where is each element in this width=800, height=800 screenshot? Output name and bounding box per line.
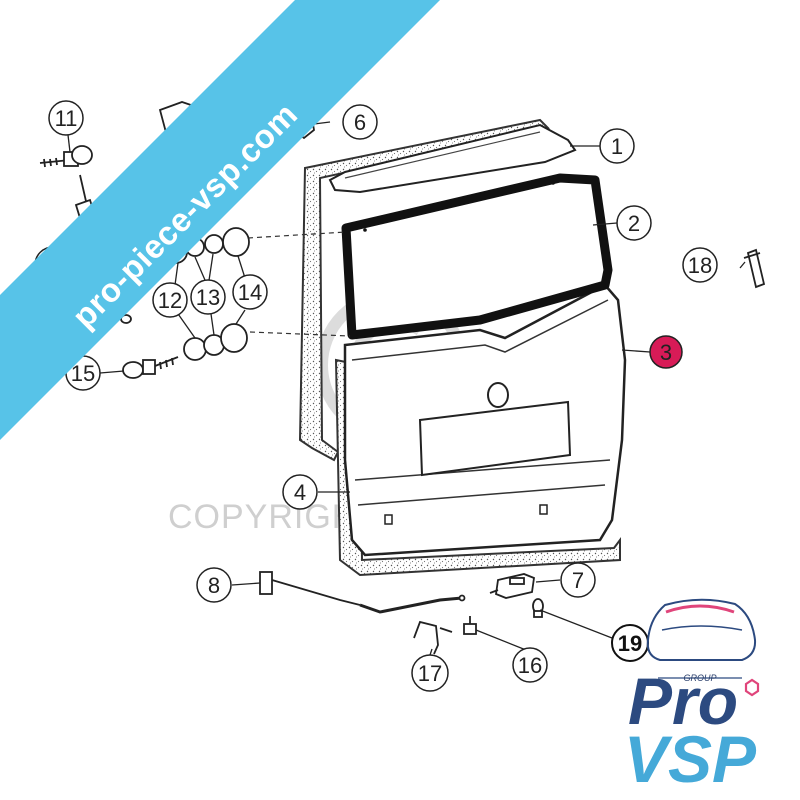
callout-label: 7 (572, 568, 584, 593)
callout-8: 8 (196, 567, 232, 603)
callout-16: 16 (512, 647, 548, 683)
part-2-rear-window (341, 173, 613, 340)
logo-car-outline (646, 598, 757, 661)
callout-label: 6 (354, 110, 366, 135)
part-11-bolt (39, 145, 93, 168)
logo-group-text: GROUP (683, 673, 716, 683)
part-8-release-handle (259, 571, 466, 614)
part-7-lock (489, 573, 535, 599)
callout-1: 1 (599, 128, 635, 164)
callout-label: 18 (688, 253, 712, 278)
callout-label: 4 (294, 480, 306, 505)
callout-13: 13 (190, 279, 226, 315)
part-17-wire-clip (413, 620, 453, 655)
callout-6: 6 (342, 104, 378, 140)
callout-12: 12 (152, 282, 188, 318)
part-19-bulb (532, 598, 544, 618)
parts-12-13-14-lower-stud (183, 323, 248, 361)
part-18-pin (743, 248, 766, 289)
part-3-tailgate-panel (343, 283, 627, 557)
callout-4: 4 (282, 474, 318, 510)
callout-label: 14 (238, 280, 262, 305)
callout-label: 17 (418, 661, 442, 686)
callout-19: 19 (611, 624, 649, 662)
callout-14: 14 (232, 274, 268, 310)
callout-label: 15 (71, 361, 95, 386)
part-15-ball-stud (122, 356, 179, 379)
callout-label: 11 (55, 106, 78, 131)
callout-label: 3 (660, 340, 672, 365)
callout-7: 7 (560, 562, 596, 598)
part-1-spoiler (328, 123, 577, 194)
assembly-dashed-lines (247, 231, 351, 337)
callout-label: 2 (628, 211, 640, 236)
callout-18: 18 (682, 247, 718, 283)
pro-vsp-logo: GROUP Pro VSP (624, 598, 760, 796)
callout-11: 11 (48, 100, 84, 136)
callout-2: 2 (616, 205, 652, 241)
callout-3: 3 (649, 335, 683, 369)
callout-label: 16 (518, 653, 542, 678)
callout-17: 17 (411, 654, 449, 692)
part-16-sensor (463, 616, 477, 635)
logo-pro-text: Pro (628, 664, 738, 738)
callout-label: 12 (158, 288, 182, 313)
callout-label: 1 (611, 134, 623, 159)
logo-hex-icon (744, 678, 760, 697)
callout-label: 8 (208, 573, 220, 598)
leader-lines (67, 121, 746, 656)
logo-vsp-text: VSP (624, 722, 757, 796)
callout-label: 19 (618, 631, 642, 656)
callout-label: 13 (196, 285, 220, 310)
